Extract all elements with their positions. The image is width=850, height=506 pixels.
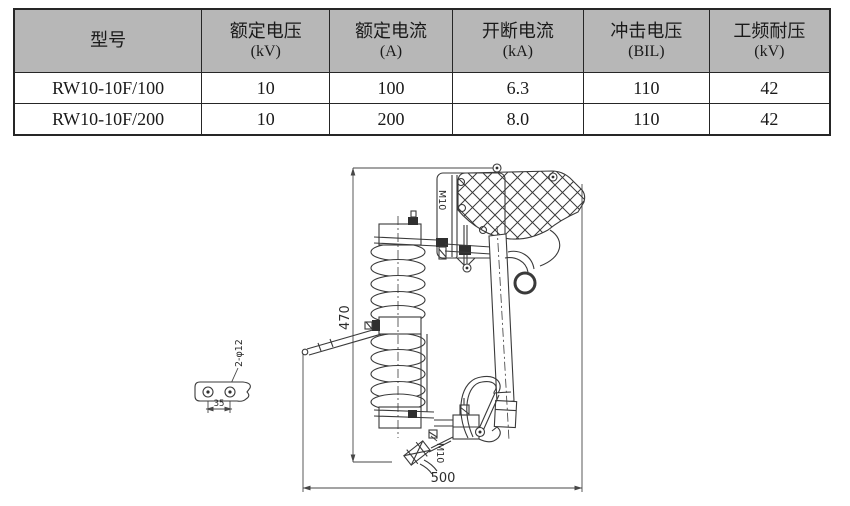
cell-power-freq: 42 — [708, 72, 831, 104]
header-unit: (kV) — [250, 43, 281, 61]
mounting-plate — [194, 381, 251, 402]
header-title: 额定电压 — [229, 20, 302, 41]
header-title: 额定电流 — [354, 20, 427, 41]
cell-model: RW10-10F/200 — [13, 103, 203, 136]
diagram-labels: 470 500 35 2-φ12 M10 M10 — [214, 190, 456, 486]
col-header-model: 型号 — [13, 8, 203, 73]
header-title: 工频耐压 — [733, 20, 806, 41]
fuse-link-terminal — [403, 440, 431, 466]
cell-rated-voltage: 10 — [201, 72, 331, 104]
cell-breaking-current: 8.0 — [451, 103, 585, 136]
top-bolt-label: M10 — [436, 190, 447, 210]
cell-model: RW10-10F/100 — [13, 72, 203, 104]
header-row: 型号 额定电压 (kV) 额定电流 (A) 开断电流 (kA) 冲击电压 (BIL) 工… — [13, 8, 831, 73]
outline-drawing: 470 500 35 2-φ12 M10 M10 — [194, 163, 586, 492]
plate-hole — [202, 386, 214, 398]
header-title: 冲击电压 — [610, 20, 683, 41]
insulator — [364, 210, 438, 438]
header-unit: (A) — [379, 43, 403, 61]
header-unit: (BIL) — [628, 43, 665, 61]
mounting-holes-label: 2-φ12 — [234, 339, 245, 367]
crosshatch-support — [457, 170, 586, 240]
cell-rated-voltage: 10 — [201, 103, 331, 136]
header-title: 开断电流 — [481, 20, 554, 41]
cell-power-freq: 42 — [708, 103, 831, 136]
dim-height-label: 470 — [338, 305, 353, 330]
pull-ring — [513, 271, 537, 295]
col-header-impulse-voltage: 冲击电压 (BIL) — [583, 8, 710, 73]
tube-centerline — [496, 225, 510, 441]
fuse-tube — [488, 225, 537, 441]
cell-breaking-current: 6.3 — [451, 72, 585, 104]
guide-loop — [460, 375, 501, 439]
lower-contact — [403, 375, 501, 475]
upper-bracket — [436, 163, 586, 273]
middle-clamp — [378, 316, 422, 335]
spec-table: 型号 额定电压 (kV) 额定电流 (A) 开断电流 (kA) 冲击电压 (BIL) 工… — [13, 8, 831, 136]
operating-arm — [301, 326, 386, 356]
col-header-breaking-current: 开断电流 (kA) — [451, 8, 585, 73]
insulator-top-cap — [378, 223, 422, 246]
cell-rated-current: 200 — [329, 103, 453, 136]
table-row: RW10-10F/200 10 200 8.0 110 42 — [13, 103, 831, 136]
cell-rated-current: 100 — [329, 72, 453, 104]
cell-impulse-voltage: 110 — [583, 72, 710, 104]
plate-hole — [224, 386, 236, 398]
dim-width-label: 500 — [431, 471, 456, 486]
hook — [478, 426, 501, 443]
col-header-power-freq: 工频耐压 (kV) — [708, 8, 831, 73]
col-header-rated-current: 额定电流 (A) — [329, 8, 453, 73]
cell-impulse-voltage: 110 — [583, 103, 710, 136]
bottom-bolt-label: M10 — [434, 443, 445, 463]
header-title: 型号 — [90, 30, 127, 51]
table-row: RW10-10F/100 10 100 6.3 110 42 — [13, 72, 831, 104]
tube-bottom-cap — [493, 399, 518, 429]
header-unit: (kA) — [502, 43, 533, 61]
dimension-lines — [205, 167, 583, 492]
col-header-rated-voltage: 额定电压 (kV) — [201, 8, 331, 73]
dim-hole-pitch-label: 35 — [214, 399, 225, 409]
header-unit: (kV) — [754, 43, 785, 61]
